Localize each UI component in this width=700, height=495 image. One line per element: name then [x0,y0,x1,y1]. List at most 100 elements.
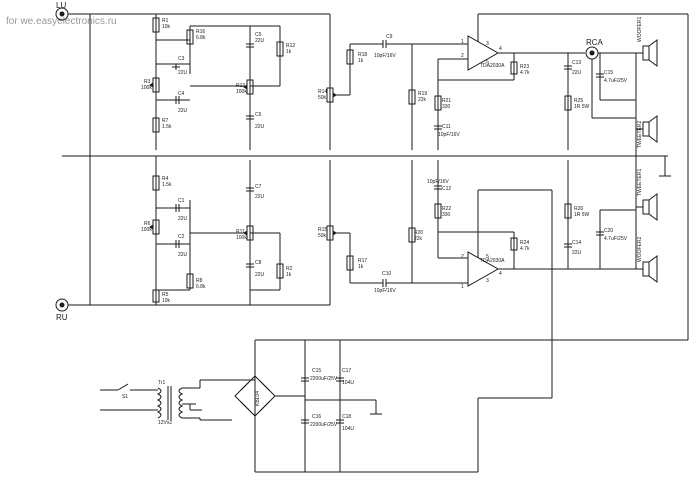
right-tone-network: R4 1.5k C1 22U R6 100k C2 22U R8 6.8k R5… [141,156,468,305]
c15-psu-value: 2200uF/25V [310,376,338,382]
woofer1-label: WOOFER1 [637,17,643,42]
pin-bottom-2: 2 [461,254,464,260]
c14-value: 22U [572,250,582,256]
rca-label: RCA [586,38,604,47]
r2-value: 1k [286,272,292,278]
pin-bottom-5: 5 [486,254,489,260]
c13-value: 22U [572,70,582,76]
r25-label: R25 [574,98,583,104]
r17-label: R17 [358,258,367,264]
r6-label: R6 [144,221,151,227]
input-jack-lu[interactable]: LU [55,1,90,21]
c9-label: C9 [386,34,393,40]
r5-label: R5 [162,292,169,298]
switch-label: S1 [122,394,128,400]
c8-value: 22U [255,272,265,278]
r1-label: R1 [162,18,169,24]
pin-top-1: 1 [461,39,464,45]
r13-value: 100k [236,89,247,95]
c17-psu-label: C17 [342,368,351,374]
c16-psu-value: 2200uF/25V [310,422,338,428]
c2-value: 22U [178,252,188,258]
c4-label: C4 [178,91,185,97]
r24-label: R24 [520,240,529,246]
pin-top-3: 3 [486,41,489,47]
c18-psu-label: C18 [342,414,351,420]
c11-value: 10pF/16V [438,132,460,138]
r3-label: R3 [144,79,151,85]
r2-label: R2 [286,266,293,272]
c20-value: 4.7uF/25V [604,236,628,242]
input-jack-ru[interactable]: RU [55,298,90,322]
speaker-tweeter2: TWEETER2 [635,115,658,148]
pin-bottom-1: 1 [461,284,464,290]
r3-value: 100k [141,85,152,91]
r12-value: 1k [286,49,292,55]
r23-label: R23 [520,64,529,70]
speaker-tweeter1: TWEETER1 [636,169,658,221]
transformer-rating: 12Vx2 [158,420,172,426]
r17-value: 1k [358,264,364,270]
transformer-label: Tr1 [158,380,166,386]
c11-label: C11 [442,124,451,130]
pin-top-5: 5 [486,59,489,65]
r12-label: R12 [286,43,295,49]
c14-label: C14 [572,240,581,246]
c15-top-label: C15 [604,70,613,76]
r19-value: 22k [418,97,427,103]
r23-value: 4.7k [520,70,530,76]
woofer2-label: WOOFER2 [637,237,643,262]
input-label-ru: RU [56,313,68,322]
c15-top-value: 4.7uF/25V [604,78,628,84]
r8-value: 6.8k [196,284,206,290]
c15-psu-label: C15 [312,368,321,374]
c5-value: 22U [255,38,265,44]
pin-bottom-3: 3 [486,278,489,284]
r8-label: R8 [196,278,203,284]
c6-value: 22U [255,124,265,130]
c12-label: C12 [442,186,451,192]
c1-label: C1 [178,198,185,204]
r4-value: 1.5k [162,182,172,188]
r20-label: R20 [414,230,423,236]
chip-bottom-label: TDA2030A [480,258,505,264]
power-supply: S1 Tr1 12Vx2 KBL04 C15 2200uF/25V [100,340,382,472]
r18-value: 1k [358,58,364,64]
r11-label: R11 [236,229,245,235]
r22-label: R22 [442,206,451,212]
c4-value: 22U [178,108,188,114]
pin-top-2: 2 [461,53,464,59]
c7-value: 22U [255,194,265,200]
amp-bottom: TDA2030A 1 2 3 4 5 R24 4.7k R20 22k 10pF… [408,160,636,290]
r14-label: R14 [318,89,327,95]
r1-value: 10k [162,24,171,30]
r15-label: R15 [318,227,327,233]
r6-value: 100k [141,227,152,233]
c17-psu-value: 104U [342,380,354,386]
pin-top-4: 4 [499,46,502,52]
watermark-text: for we.easyelectronics.ru [6,16,117,27]
r22-value: 330 [442,212,451,218]
r7-label: R7 [162,118,169,124]
tda2030a-bottom-chip [467,251,500,287]
r25-value: 1R 5W [574,104,590,110]
c8-label: C8 [255,260,262,266]
speaker-woofer1: WOOFER1 [636,17,658,67]
bridge-label: KBL04 [255,391,261,406]
c9-value: 10pF/16V [374,53,396,59]
tweeter2-label: TWEETER2 [637,121,643,148]
r4-label: R4 [162,176,169,182]
c5-label: C5 [255,32,262,38]
r16-label: R16 [196,29,205,35]
c13-label: C13 [572,60,581,66]
r16-value: 6.8k [196,35,206,41]
c3-label: C3 [178,56,185,62]
c1-value: 22U [178,216,188,222]
c3-value: 22U [178,70,188,76]
r15-value: 50k [318,233,327,239]
speaker-woofer2: WOOFER2 [636,237,658,283]
c12-value: 10pF/16V [427,179,449,185]
r11-value: 100k [236,235,247,241]
r21-value: 330 [442,104,451,110]
